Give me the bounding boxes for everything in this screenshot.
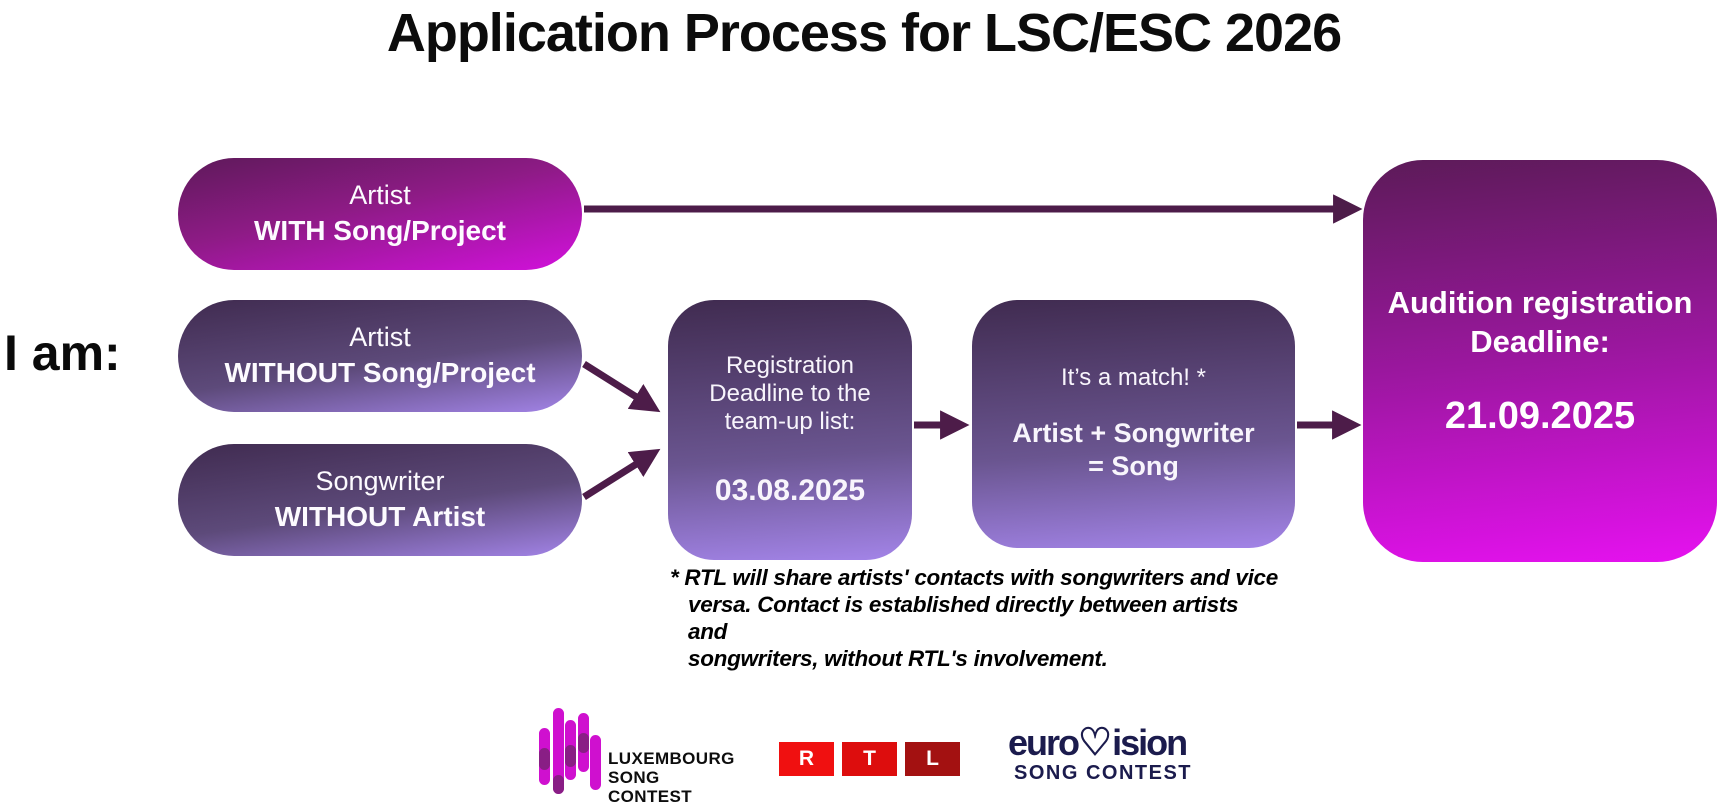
pill-artist-with-song: Artist WITH Song/Project (178, 158, 582, 270)
esc-word-part1: euro (1008, 722, 1080, 763)
footnote: * RTL will share artists' contacts with … (670, 564, 1280, 672)
esc-subtitle: SONG CONTEST (1014, 762, 1193, 784)
lsc-text-line1: LUXEMBOURG (608, 749, 735, 768)
rtl-letter-l: L (926, 747, 939, 770)
arrow-pill2-to-registration (582, 361, 661, 413)
rtl-block-t: T (842, 742, 897, 776)
rtl-letter-t: T (863, 747, 876, 770)
registration-line3: team-up list: (724, 408, 856, 436)
registration-deadline-box: Registration Deadline to the team-up lis… (668, 300, 912, 560)
pill-artist-without-song: Artist WITHOUT Song/Project (178, 300, 582, 412)
footnote-line2: versa. Contact is established directly b… (688, 592, 1239, 644)
rtl-block-r: R (779, 742, 834, 776)
audition-deadline-box: Audition registration Deadline: 21.09.20… (1363, 160, 1717, 562)
heart-icon: ♡ (1078, 722, 1113, 764)
pill-songwriter-without-artist-line2: WITHOUT Artist (274, 501, 486, 533)
esc-logo: euro♡ision SONG CONTEST (1008, 724, 1192, 783)
page-title: Application Process for LSC/ESC 2026 (386, 3, 1342, 63)
pill-songwriter-without-artist: Songwriter WITHOUT Artist (178, 444, 582, 556)
esc-wordmark: euro♡ision (1008, 724, 1192, 762)
audition-date: 21.09.2025 (1444, 395, 1636, 438)
audition-line1: Audition registration (1387, 284, 1693, 320)
pill-songwriter-without-artist-line1: Songwriter (315, 466, 445, 497)
lsc-logo-text: LUXEMBOURG SONG CONTEST (608, 749, 735, 806)
registration-line2: Deadline to the (709, 379, 871, 407)
registration-date: 03.08.2025 (714, 474, 866, 508)
pill-artist-with-song-line1: Artist (349, 180, 411, 211)
footnote-line3: songwriters, without RTL's involvement. (688, 646, 1108, 671)
registration-line1: Registration (725, 351, 855, 379)
esc-word-part2: ision (1112, 722, 1188, 763)
match-line1: It’s a match! * (1061, 363, 1206, 391)
lsc-text-line2: SONG (608, 768, 660, 787)
match-line2: Artist + Songwriter (1012, 417, 1255, 448)
audition-line2: Deadline: (1470, 323, 1610, 359)
i-am-label: I am: (4, 325, 121, 381)
pill-artist-without-song-line1: Artist (349, 322, 411, 353)
match-line3: = Song (1088, 451, 1179, 482)
rtl-letter-r: R (798, 747, 815, 770)
arrow-pill3-to-registration (582, 448, 661, 500)
rtl-block-l: L (905, 742, 960, 776)
footnote-line1: * RTL will share artists' contacts with … (670, 565, 1278, 590)
pill-artist-without-song-line2: WITHOUT Song/Project (224, 357, 536, 389)
rtl-logo: R T L (779, 742, 960, 776)
match-box: It’s a match! * Artist + Songwriter = So… (972, 300, 1295, 548)
pill-artist-with-song-line2: WITH Song/Project (254, 215, 506, 247)
lsc-text-line3: CONTEST (608, 787, 693, 806)
